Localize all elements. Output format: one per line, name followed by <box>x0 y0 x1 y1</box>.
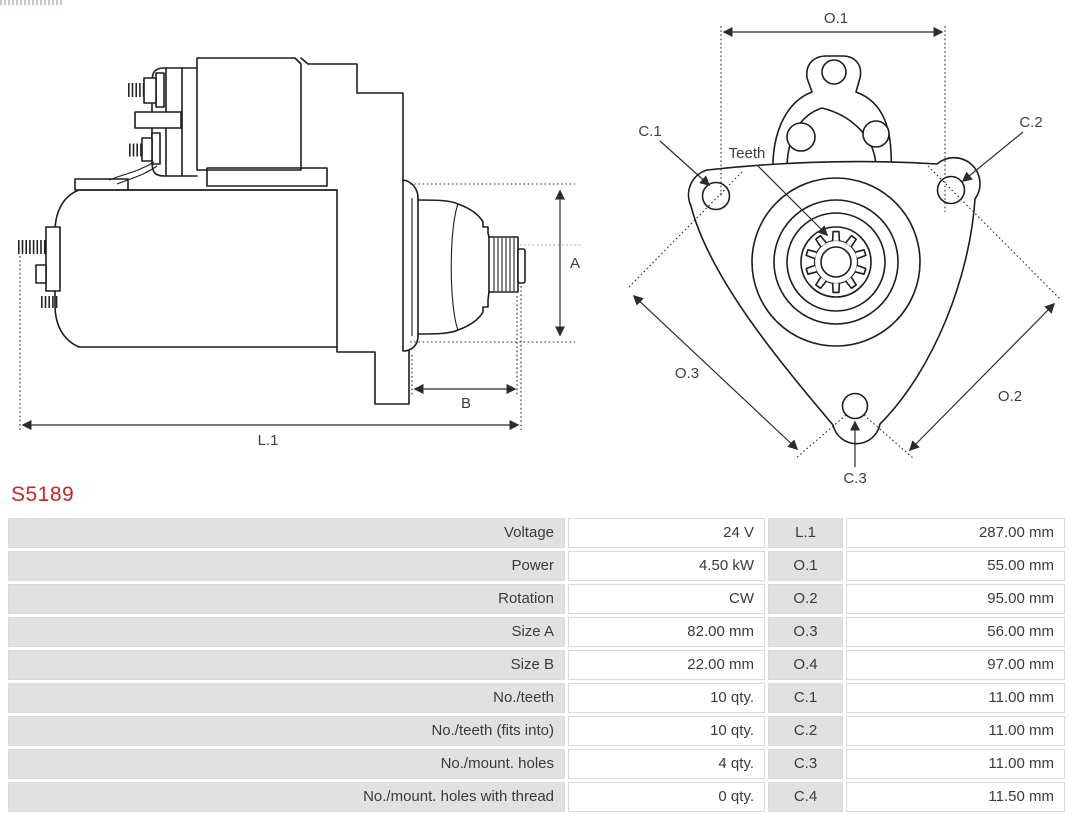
dim-value: 95.00 mm <box>846 584 1065 614</box>
spec-table-row: Rotation CW O.2 95.00 mm <box>8 584 1065 614</box>
dim-code: L.1 <box>768 518 843 548</box>
technical-drawings: A B L.1 <box>18 10 1062 487</box>
dim-code: O.4 <box>768 650 843 680</box>
spec-table-row: Size B 22.00 mm O.4 97.00 mm <box>8 650 1065 680</box>
dim-label-c2: C.2 <box>1019 114 1042 131</box>
spec-value: 10 qty. <box>568 683 765 713</box>
dim-value: 11.50 mm <box>846 782 1065 812</box>
part-number: S5189 <box>11 483 75 506</box>
spec-value: 10 qty. <box>568 716 765 746</box>
starter-side-view-drawing: A B L.1 <box>18 57 583 449</box>
dim-label-c3: C.3 <box>843 470 866 487</box>
dim-label-b: B <box>461 395 471 412</box>
dim-label-l1: L.1 <box>258 432 279 449</box>
spec-label: Size B <box>8 650 565 680</box>
spec-value: 4.50 kW <box>568 551 765 581</box>
spec-table: Voltage 24 V L.1 287.00 mm Power 4.50 kW… <box>8 518 1065 815</box>
dim-label-o2: O.2 <box>998 388 1022 405</box>
spec-label: No./teeth <box>8 683 565 713</box>
spec-table-row: No./teeth 10 qty. C.1 11.00 mm <box>8 683 1065 713</box>
starter-front-view-drawing: O.1 O.3 O.2 C.1 C.2 C.3 Teeth <box>627 10 1062 487</box>
dim-value: 11.00 mm <box>846 683 1065 713</box>
dim-code: C.4 <box>768 782 843 812</box>
spec-value: 22.00 mm <box>568 650 765 680</box>
dim-code: C.2 <box>768 716 843 746</box>
spec-table-row: Power 4.50 kW O.1 55.00 mm <box>8 551 1065 581</box>
dim-value: 55.00 mm <box>846 551 1065 581</box>
dim-label-a: A <box>570 255 580 272</box>
spec-label: No./mount. holes with thread <box>8 782 565 812</box>
spec-table-row: Voltage 24 V L.1 287.00 mm <box>8 518 1065 548</box>
dim-code: C.3 <box>768 749 843 779</box>
spec-label: No./teeth (fits into) <box>8 716 565 746</box>
dim-value: 97.00 mm <box>846 650 1065 680</box>
corner-pattern-artifact <box>0 0 63 5</box>
spec-value: 24 V <box>568 518 765 548</box>
dim-code: O.2 <box>768 584 843 614</box>
dim-value: 11.00 mm <box>846 716 1065 746</box>
dim-value: 56.00 mm <box>846 617 1065 647</box>
spec-label: Voltage <box>8 518 565 548</box>
spec-value: CW <box>568 584 765 614</box>
spec-table-row: No./mount. holes with thread 0 qty. C.4 … <box>8 782 1065 812</box>
dim-label-o1: O.1 <box>824 10 848 27</box>
spec-table-row: Size A 82.00 mm O.3 56.00 mm <box>8 617 1065 647</box>
dim-value: 11.00 mm <box>846 749 1065 779</box>
spec-value: 4 qty. <box>568 749 765 779</box>
pinion-gear-front <box>751 177 921 347</box>
dim-code: C.1 <box>768 683 843 713</box>
spec-label: Power <box>8 551 565 581</box>
spec-value: 82.00 mm <box>568 617 765 647</box>
dim-value: 287.00 mm <box>846 518 1065 548</box>
spec-label: Rotation <box>8 584 565 614</box>
dim-code: O.3 <box>768 617 843 647</box>
dim-code: O.1 <box>768 551 843 581</box>
dim-label-o3: O.3 <box>675 365 699 382</box>
spec-table-row: No./teeth (fits into) 10 qty. C.2 11.00 … <box>8 716 1065 746</box>
spec-value: 0 qty. <box>568 782 765 812</box>
spec-label: No./mount. holes <box>8 749 565 779</box>
teeth-callout-label: Teeth <box>729 145 766 162</box>
spec-table-row: No./mount. holes 4 qty. C.3 11.00 mm <box>8 749 1065 779</box>
dim-label-c1: C.1 <box>638 123 661 140</box>
spec-label: Size A <box>8 617 565 647</box>
